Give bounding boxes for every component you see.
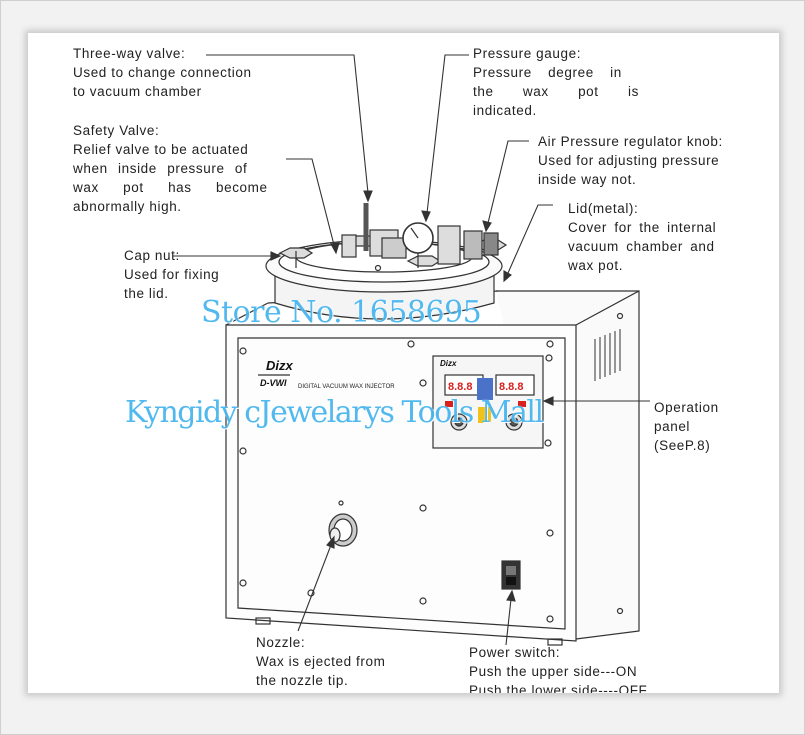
- label-safety-valve: Safety Valve: Relief valve to be actuate…: [73, 123, 268, 214]
- label-air-pressure-regulator: Air Pressure regulator knob: Used for ad…: [538, 134, 723, 187]
- display-left: 8.8.8: [448, 381, 472, 393]
- lid-assembly: [265, 203, 508, 320]
- screws: [239, 340, 554, 623]
- front-panel: [237, 337, 566, 630]
- regulator-graphic: [437, 225, 461, 265]
- power-switch-graphic: [501, 560, 521, 590]
- label-power-switch: Power switch: Push the upper side---ON P…: [469, 645, 648, 693]
- label-lid: Lid(metal): Cover for the internal vacuu…: [568, 201, 717, 273]
- brand-logo-text: Dizx: [266, 358, 294, 373]
- label-three-way-valve: Three-way valve: Used to change connecti…: [73, 46, 252, 99]
- label-cap-nut: Cap nut: Used for fixing the lid.: [124, 248, 220, 301]
- diagram-canvas: Dizx D-VWI DIGITAL VACUUM WAX INJECTOR D…: [28, 33, 779, 693]
- vent-grille: [594, 329, 621, 381]
- model-text: D-VWI: [260, 378, 287, 388]
- label-pressure-gauge: Pressure gauge: Pressure degree in the w…: [473, 46, 639, 118]
- operation-panel-graphic: [432, 355, 544, 449]
- panel-brand-text: Dizx: [440, 359, 457, 368]
- nozzle-graphic: [328, 513, 358, 547]
- injector-drawing: Dizx D-VWI DIGITAL VACUUM WAX INJECTOR D…: [173, 54, 650, 646]
- product-line-text: DIGITAL VACUUM WAX INJECTOR: [298, 384, 395, 390]
- label-nozzle: Nozzle: Wax is ejected from the nozzle t…: [256, 635, 386, 688]
- watermark-store: Store No. 1658695: [201, 295, 482, 330]
- leader-lines: [173, 54, 650, 646]
- display-right: 8.8.8: [499, 381, 523, 393]
- label-operation-panel: Operation panel (SeeP.8): [654, 400, 719, 453]
- watermark-shop: Kyngidy cJewelarys Tools Mall: [125, 395, 544, 430]
